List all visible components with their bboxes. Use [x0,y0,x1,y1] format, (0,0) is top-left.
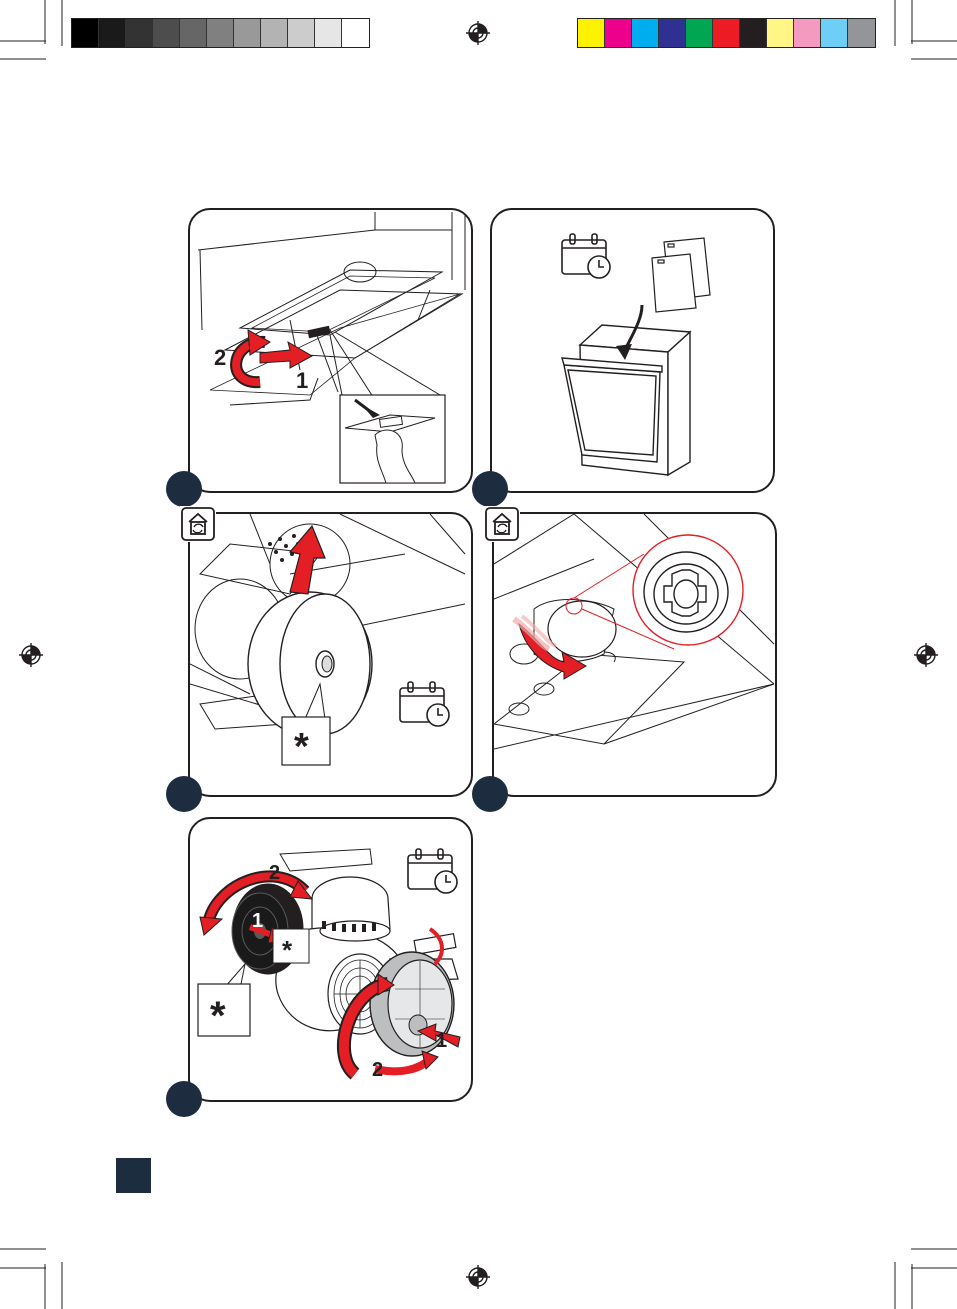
panel-step-5-motor-filters: 2 1 1 2 * * [188,817,473,1102]
asterisk-large: * [210,994,226,1038]
step-marker-2 [472,471,508,507]
label-step-2-right: 2 [372,1059,383,1081]
label-step-1-right: 1 [436,1030,447,1052]
asterisk-small: * [282,935,293,965]
step-label-1: 1 [296,368,308,393]
home-cycle-icon [484,506,520,542]
step-marker-4 [472,776,508,812]
registration-mark-icon [19,21,938,1289]
asterisk-callout: * [294,726,309,768]
charcoal-filter-illustration: * [190,514,473,797]
panel-step-1-remove-grease-filter: 2 1 [188,208,473,493]
step-marker-5 [166,1081,202,1117]
dishwasher-illustration [492,210,775,493]
hand-latch-inset [340,395,445,483]
calendar-clock-icon [400,682,449,726]
page-marker-block [116,1158,151,1193]
step-marker-3 [166,776,202,812]
label-step-2-top: 2 [269,862,280,884]
label-step-1-top: 1 [252,910,263,932]
step-marker-1 [166,471,202,507]
hood-underside-illustration: 2 1 [190,210,473,493]
motor-filter-illustration: 2 1 1 2 * * [190,819,473,1102]
panel-step-2-dishwasher-clean [490,208,775,493]
panel-step-4-install-charcoal-filter [492,512,777,797]
home-cycle-icon [180,506,216,542]
panel-step-3-remove-charcoal-filter: * [188,512,473,797]
step-label-2: 2 [214,345,226,370]
calendar-clock-icon [562,234,610,278]
charcoal-install-illustration [494,514,777,797]
calendar-clock-icon [408,849,457,893]
